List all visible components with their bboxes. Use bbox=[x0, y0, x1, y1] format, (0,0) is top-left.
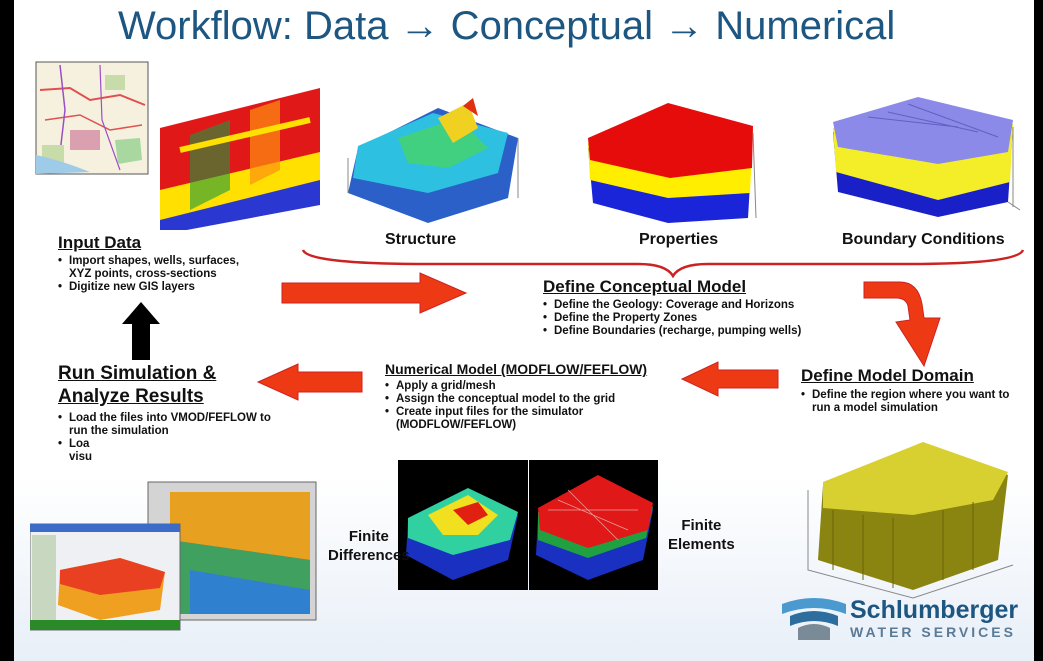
model-domain-image bbox=[807, 442, 1014, 599]
conceptual-model-heading: Define Conceptual Model bbox=[543, 277, 747, 296]
schlumberger-logo-icon bbox=[782, 598, 846, 640]
finite-elements-line2: Elements bbox=[668, 536, 735, 553]
boundary-image bbox=[833, 97, 1021, 217]
arrow-simulation-to-input bbox=[122, 302, 160, 360]
numerical-model-item: Create input files for the simulator bbox=[385, 406, 685, 419]
finite-elements-line1: Finite bbox=[681, 517, 722, 534]
numerical-model-list: Apply a grid/mesh Assign the conceptual … bbox=[385, 380, 685, 432]
arrow-input-to-conceptual bbox=[281, 272, 468, 314]
structure-image bbox=[347, 98, 519, 223]
properties-image bbox=[588, 103, 757, 223]
arrow-domain-to-numerical bbox=[680, 361, 779, 397]
run-simulation-heading-line1: Run Simulation & bbox=[58, 363, 217, 384]
numerical-model-item: (MODFLOW/FEFLOW) bbox=[396, 419, 517, 431]
run-simulation-item: Load the files into VMOD/FEFLOW to bbox=[58, 412, 308, 425]
logo-subtitle: WATER SERVICES bbox=[850, 624, 1016, 640]
finite-differences-line2: Differences bbox=[328, 547, 410, 564]
input-data-image bbox=[35, 61, 320, 230]
finite-differences-line1: Finite bbox=[348, 528, 389, 545]
conceptual-model-list: Define the Geology: Coverage and Horizon… bbox=[543, 299, 863, 338]
run-simulation-list: Load the files into VMOD/FEFLOW to run t… bbox=[58, 412, 308, 464]
conceptual-model-item: Define the Property Zones bbox=[543, 312, 863, 325]
structure-label: Structure bbox=[385, 231, 457, 248]
arrow-numerical-to-simulation bbox=[256, 363, 363, 401]
model-domain-item: Define the region where you want to bbox=[801, 389, 1031, 402]
boundary-conditions-label: Boundary Conditions bbox=[842, 231, 1005, 248]
finite-elements-label: Finite Elements bbox=[668, 516, 735, 554]
slide-title: Workflow: Data → Conceptual → Numerical bbox=[118, 4, 896, 48]
run-simulation-heading-line2: Analyze Results bbox=[58, 386, 204, 407]
input-data-item: Digitize new GIS layers bbox=[58, 281, 288, 294]
finite-mesh-images bbox=[398, 460, 658, 590]
logo-name: Schlumberger bbox=[850, 596, 1019, 624]
numerical-model-item: Assign the conceptual model to the grid bbox=[385, 393, 685, 406]
input-data-list: Import shapes, wells, surfaces, XYZ poin… bbox=[58, 255, 288, 294]
slide: Workflow: Data → Conceptual → Numerical bbox=[8, 0, 1034, 661]
model-domain-list: Define the region where you want to run … bbox=[801, 389, 1031, 415]
conceptual-model-item: Define Boundaries (recharge, pumping wel… bbox=[543, 325, 863, 338]
conceptual-brace bbox=[301, 249, 1025, 278]
numerical-model-item: Apply a grid/mesh bbox=[385, 380, 685, 393]
properties-label: Properties bbox=[639, 231, 719, 248]
conceptual-model-item: Define the Geology: Coverage and Horizon… bbox=[543, 299, 863, 312]
run-simulation-item: run the simulation bbox=[69, 425, 169, 437]
input-data-heading: Input Data bbox=[58, 233, 142, 252]
finite-differences-label: Finite Differences bbox=[328, 527, 410, 565]
run-simulation-item: Loa bbox=[58, 438, 308, 451]
model-domain-heading: Define Model Domain bbox=[801, 366, 974, 385]
input-data-item: XYZ points, cross-sections bbox=[69, 268, 217, 280]
run-simulation-heading: Run Simulation & Analyze Results bbox=[58, 362, 216, 408]
numerical-model-heading: Numerical Model (MODFLOW/FEFLOW) bbox=[385, 361, 648, 377]
simulation-screenshots bbox=[30, 481, 317, 631]
arrow-conceptual-to-domain bbox=[863, 281, 941, 368]
input-data-item: Import shapes, wells, surfaces, bbox=[58, 255, 288, 268]
run-simulation-item: visu bbox=[69, 451, 93, 463]
model-domain-item: run a model simulation bbox=[812, 402, 938, 414]
